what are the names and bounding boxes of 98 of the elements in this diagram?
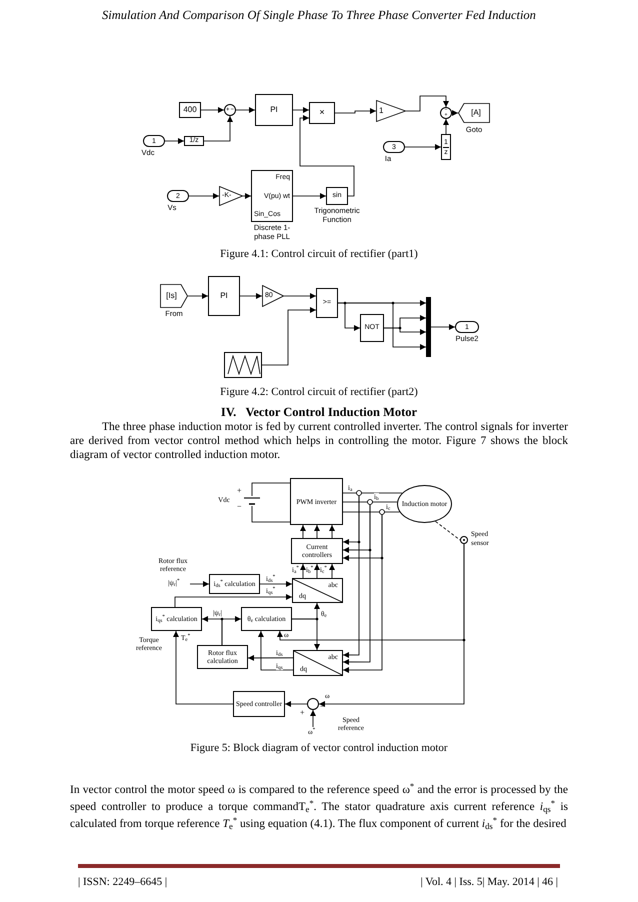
diagram-label: − [320,703,325,711]
arrow [314,524,320,538]
figure-caption: Figure 4.1: Control circuit of rectifier (part1) [219,247,419,262]
arrow [292,618,320,650]
arrow [292,107,310,113]
connector-line [342,492,402,494]
controller-block [233,691,285,717]
connector-line [252,506,290,522]
diagram-label: + [237,487,242,495]
figure-caption: Figure 5: Block diagram of vector control induction motor [189,741,449,756]
calculation-block [241,607,292,631]
arrow [174,594,292,608]
transform-block [292,578,343,603]
inport-block [383,141,405,153]
pi-controller-block [208,276,240,316]
arrow [204,116,233,142]
arrow [292,193,326,199]
transform-block [293,650,343,676]
triangle-wave-generator [224,352,262,378]
arrow [190,581,210,587]
sum-block [224,104,236,116]
block-label: × [319,108,325,118]
sum-block [440,107,452,119]
arrow [260,581,292,587]
calculation-block [209,574,260,594]
goto-tag-block [458,103,490,123]
battery-symbol [244,496,260,506]
speed-sensor-symbol [460,536,468,544]
block-label: 400 [183,106,197,114]
arrow [242,193,252,199]
arrow [300,524,306,538]
arrow [452,110,458,116]
diagram-label: − [237,503,242,511]
inport-block [143,135,165,147]
gain-block [262,285,284,307]
summing-junction [307,698,319,710]
diagram-label: + [300,709,305,717]
arrow [338,302,426,350]
arrow [300,115,354,196]
arrow [318,544,464,707]
arrow [236,107,256,113]
gain-block [376,100,406,122]
arrow [334,108,376,114]
arrow [258,630,294,670]
figure-caption: Figure 4.2: Control circuit of rectifier (part2) [219,385,419,400]
connector-line [252,482,290,496]
outport-block [455,321,479,333]
calculation-block [197,645,248,669]
paragraph: The three phase induction motor is fed by current controlled inverter. The control signals for inverter are derived from vector control method which helps in controlling the motor. Figure 7 shows the block diagram of vector controlled induction motor. [70,420,568,462]
pi-controller-block [255,94,293,126]
block-label: 1 [379,105,384,117]
arrow [262,307,316,366]
inport-block [167,190,189,202]
calculation-block [151,607,202,631]
arrow [248,654,294,661]
motor-ellipse [397,485,452,523]
block-label: PI [270,106,278,114]
arrow [222,616,242,646]
footer-text: | Vol. 4 | Iss. 5| May. 2014 | 46 | [420,875,558,890]
arrow [314,564,320,578]
footer-text: | ISSN: 2249–6645 | [78,875,168,890]
pll-block [251,170,293,222]
relational-operator-block [316,288,338,318]
arrow [284,701,308,707]
gain-block [219,186,243,206]
trig-function-block [326,187,348,205]
unit-delay-block [441,134,451,160]
arrow [430,324,456,330]
mux-bar [426,297,431,357]
dashed-line [435,521,460,540]
arrow [329,564,336,578]
controller-block [291,538,343,564]
block-label: [A] [471,107,481,119]
unit-delay-block [184,136,204,146]
arrow [240,293,262,299]
arrow [188,293,208,299]
inverter-block [290,478,343,525]
arrow [173,630,234,704]
section-heading: IV. Vector Control Induction Motor [220,404,418,421]
constant-block [179,102,201,118]
from-tag-block [160,284,188,308]
block-label: PI [220,292,228,300]
arrow [404,144,442,150]
arrow [188,193,220,199]
arrow [200,107,224,113]
arrow [329,524,336,538]
logic-not-block [360,314,384,342]
arrow [443,118,449,134]
paragraph: In vector control the motor speed ω is compared to the reference speed ω$^{*}$ and the error is processed by the speed controller to produce a torque commandT$_{e}$$^{*}$. The stator quadrature axis current reference i$_{qs}$$^{*}$ is calculated from torque reference T$_{e}$$^{*}$ using equation (4.1). The flux component of current i$_{ds}$$^{*}$ for the desired [70,782,568,833]
arrow [384,328,426,335]
arrow [300,564,306,578]
arrow [310,710,316,728]
arrow [284,293,316,299]
arrow [164,138,184,144]
product-block [309,102,335,124]
page-header: Simulation And Comparison Of Single Phase To Three Phase Converter Fed Induction [101,7,537,24]
arrow [406,96,449,112]
block-label: [Is] [166,290,177,302]
